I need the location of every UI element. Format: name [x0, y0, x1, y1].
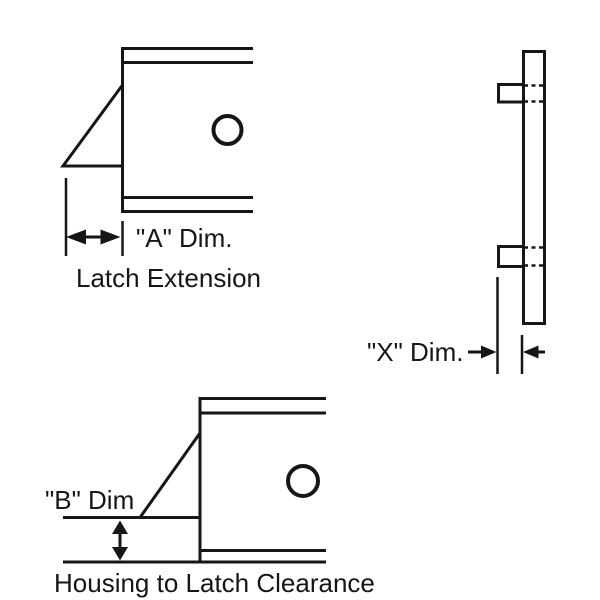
- arrowhead-right-icon: [481, 345, 497, 359]
- figure-x-dimension: "X" Dim.: [367, 50, 546, 374]
- arrowhead-right-icon: [100, 229, 121, 245]
- dimension-arrow-b: [112, 520, 128, 561]
- housing-clearance-caption: Housing to Latch Clearance: [54, 568, 375, 598]
- figure-latch-extension: "A" Dim. Latch Extension: [60, 47, 261, 293]
- dim-x-label: "X" Dim.: [367, 337, 463, 367]
- dim-a-label: "A" Dim.: [136, 223, 232, 253]
- housing-outline: [63, 397, 326, 564]
- dimension-arrow-x: [468, 345, 545, 359]
- strike-plate-outline: [522, 50, 546, 325]
- arrowhead-left-icon: [66, 229, 86, 245]
- upper-tab-outline: [497, 83, 525, 104]
- arrowhead-left-icon: [523, 345, 539, 359]
- latch-triangle: [60, 84, 124, 168]
- figure-housing-clearance: "B" Dim Housing to Latch Clearance: [45, 397, 375, 598]
- latch-extension-caption: Latch Extension: [76, 263, 261, 293]
- dim-b-label: "B" Dim: [45, 485, 134, 515]
- latch-triangle-hypotenuse: [138, 432, 202, 519]
- lower-tab-outline: [497, 245, 525, 268]
- arrowhead-down-icon: [112, 547, 128, 561]
- hidden-edge-dashes: [524, 84, 543, 267]
- latch-hole-icon: [211, 114, 244, 146]
- latch-hole-icon: [286, 464, 320, 498]
- housing-outline: [121, 47, 253, 213]
- arrowhead-up-icon: [112, 520, 128, 534]
- dimension-arrow-a: [66, 229, 121, 245]
